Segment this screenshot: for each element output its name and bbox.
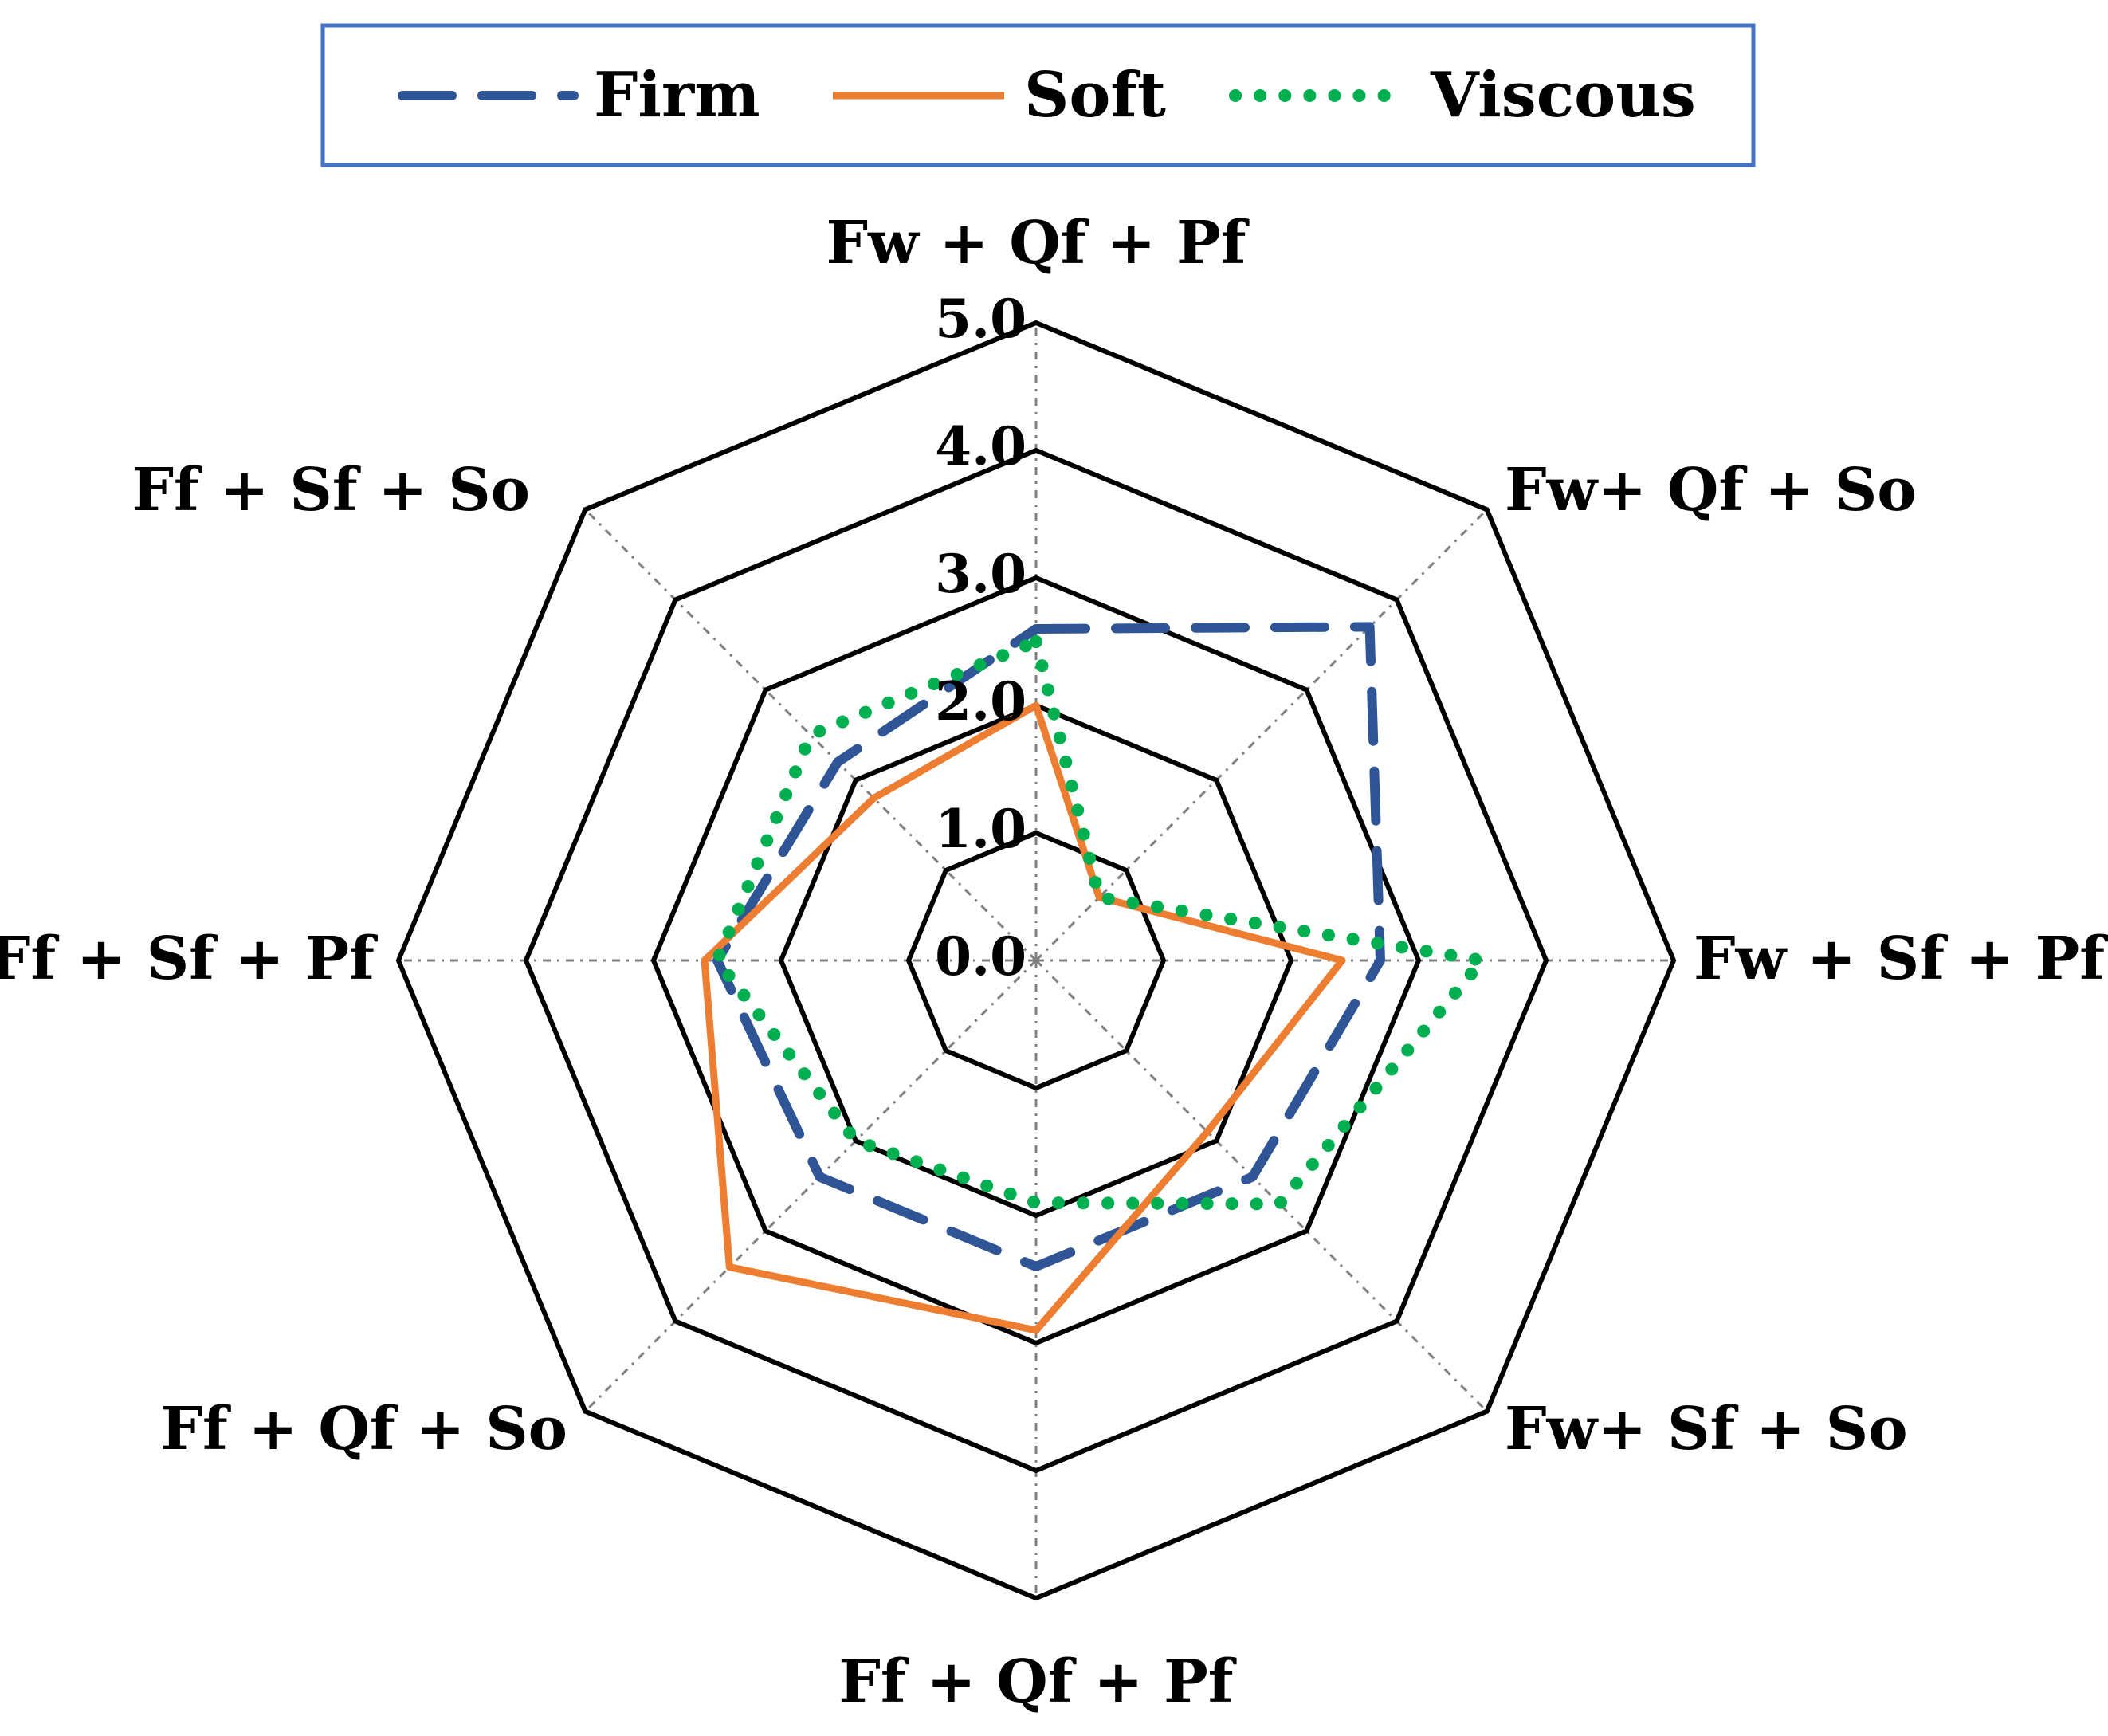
radar-series: [701, 622, 1489, 1334]
radial-tick-label: 2.0: [935, 670, 1027, 732]
series-line-firm: [712, 622, 1385, 1271]
category-label: Fw+ Sf + So: [1505, 1395, 1908, 1463]
legend-label-viscous: Viscous: [1430, 59, 1696, 132]
category-label: Fw+ Qf + So: [1505, 456, 1917, 524]
series-line-viscous: [711, 635, 1489, 1211]
legend-label-firm: Firm: [594, 59, 760, 132]
radial-tick-label: 1.0: [935, 798, 1027, 860]
radar-ring: [650, 575, 1422, 1346]
radial-tick-label: 5.0: [935, 288, 1027, 350]
radial-tick-label: 4.0: [935, 415, 1027, 477]
radar-grid: [395, 320, 1677, 1601]
series-line-soft: [701, 701, 1346, 1334]
radial-tick-label: 0.0: [935, 925, 1027, 988]
radar-labels: 0.0 1.0 2.0 3.0 4.0 5.0 Fw + Qf + Pf Fw+ Qf + S…: [0, 209, 2108, 1716]
category-label: Ff + Sf + Pf: [0, 925, 378, 993]
radar-ring: [523, 447, 1549, 1474]
legend-label-soft: Soft: [1024, 59, 1166, 132]
category-label: Ff + Qf + Pf: [838, 1648, 1236, 1716]
category-label: Ff + Qf + So: [160, 1395, 567, 1463]
radial-tick-label: 3.0: [935, 543, 1027, 605]
category-label: Fw + Qf + Pf: [826, 209, 1249, 277]
legend: Firm Soft Viscous: [320, 23, 1756, 167]
category-label: Ff + Sf + So: [132, 456, 531, 524]
category-label: Fw + Sf + Pf: [1694, 925, 2108, 993]
radar-ring: [395, 320, 1677, 1601]
